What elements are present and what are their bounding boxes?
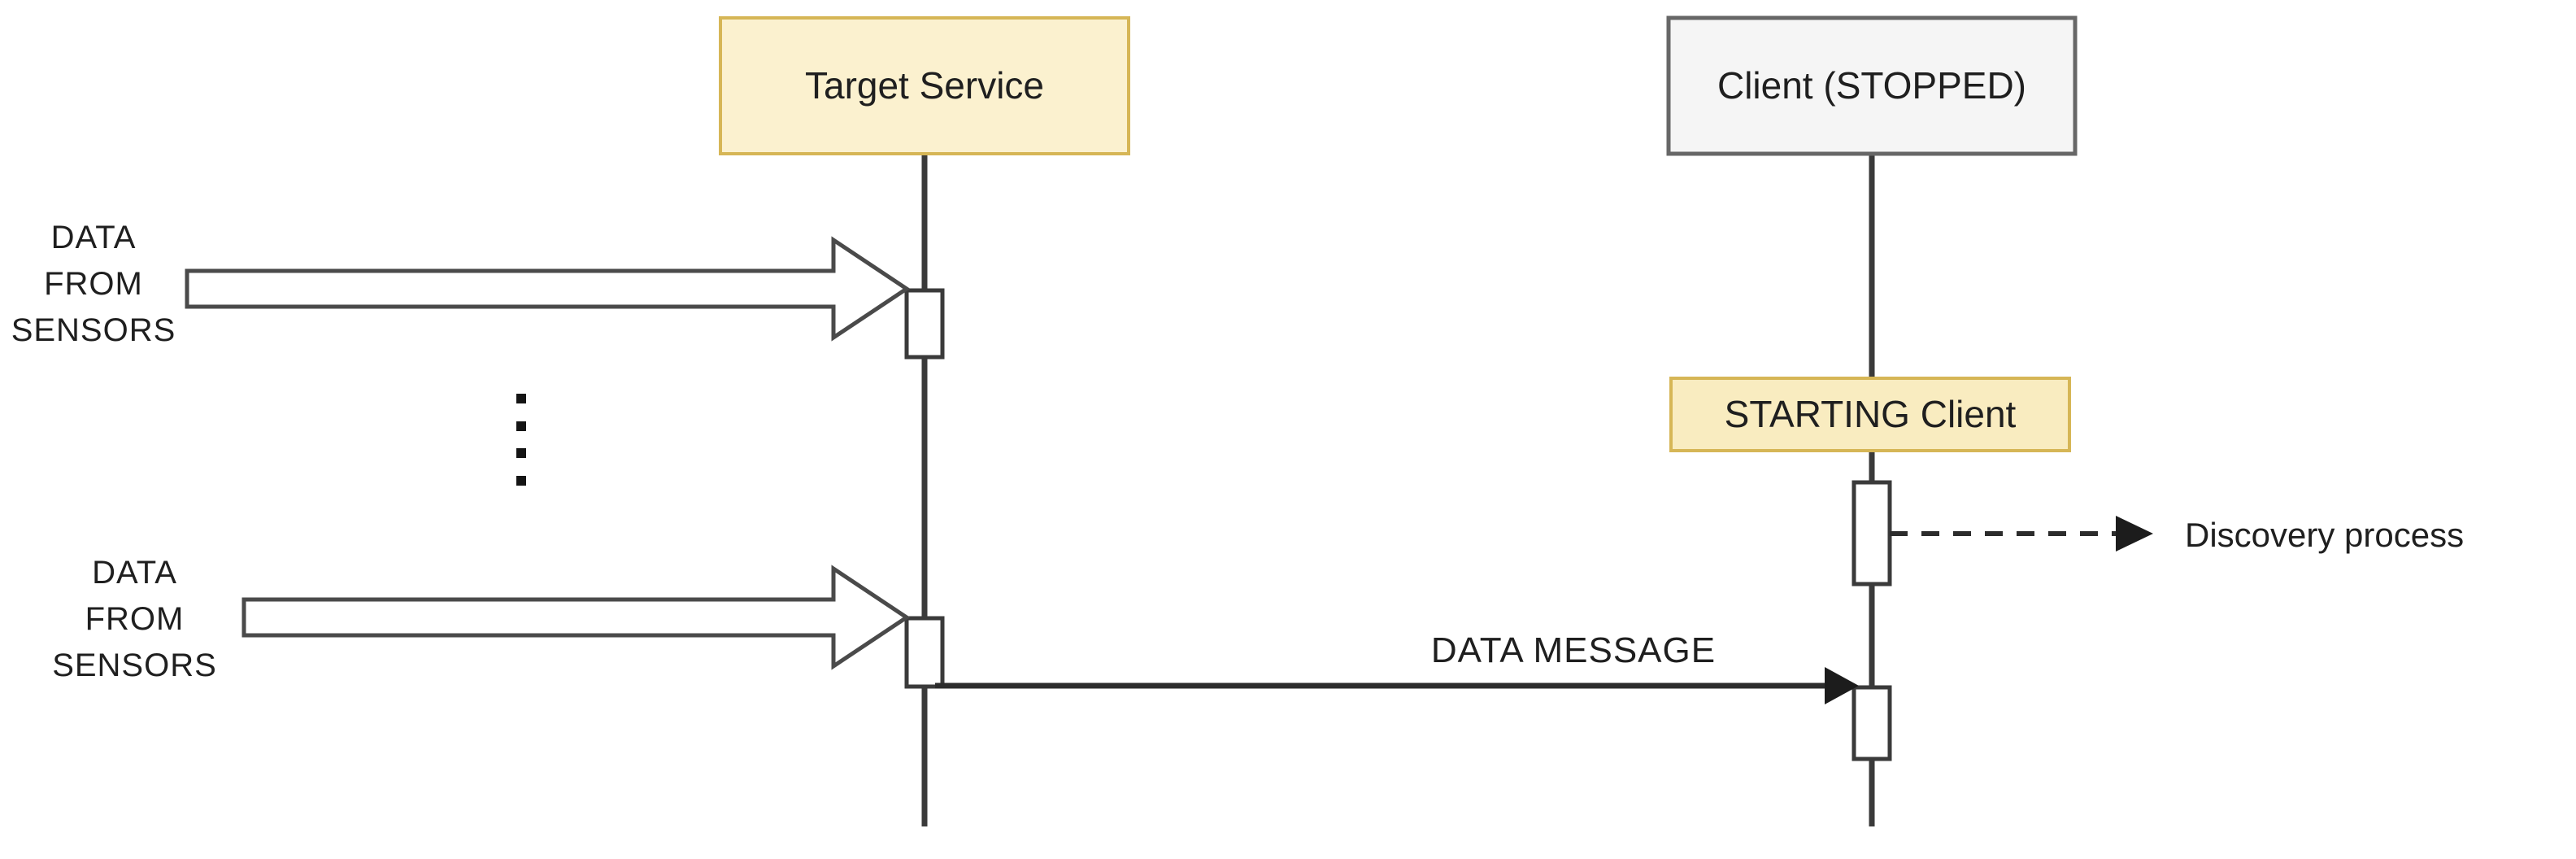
sensor-input-label-1: DATA FROM SENSORS	[0, 215, 187, 354]
starting-client-box	[1669, 377, 2071, 452]
client-stopped-box	[1666, 15, 2078, 156]
client-activation-bar-1	[1852, 480, 1892, 586]
target-activation-bar-1	[904, 288, 945, 360]
discovery-arrowhead-icon	[2116, 516, 2153, 552]
discovery-arrow	[1890, 516, 2153, 552]
sensor-label-line: FROM	[44, 266, 143, 302]
sensor-block-arrow-icon-2	[242, 565, 911, 670]
client-activation-bar-2	[1852, 685, 1892, 761]
target-activation-bar-2	[904, 616, 945, 689]
sensor-label-line: SENSORS	[11, 312, 176, 348]
sensor-label-line: FROM	[85, 601, 185, 637]
client-stopped-label: Client (STOPPED)	[1717, 63, 2027, 107]
data-message-arrowhead-icon	[1825, 667, 1859, 704]
starting-client-label: STARTING Client	[1724, 392, 2017, 435]
sensor-label-line: DATA	[50, 220, 137, 255]
discovery-process-label: Discovery process	[2185, 516, 2465, 554]
ellipsis-dots-icon	[516, 394, 526, 486]
sensor-block-arrow-icon-1	[185, 236, 911, 342]
sensor-label-line: SENSORS	[52, 648, 217, 683]
sensor-label-line: DATA	[92, 555, 177, 591]
sensor-input-label-2: DATA FROM SENSORS	[39, 550, 230, 689]
target-service-label: Target Service	[804, 63, 1044, 107]
data-message-label: DATA MESSAGE	[1430, 630, 1717, 670]
data-message-arrow	[935, 667, 1859, 704]
target-service-box	[719, 16, 1130, 155]
